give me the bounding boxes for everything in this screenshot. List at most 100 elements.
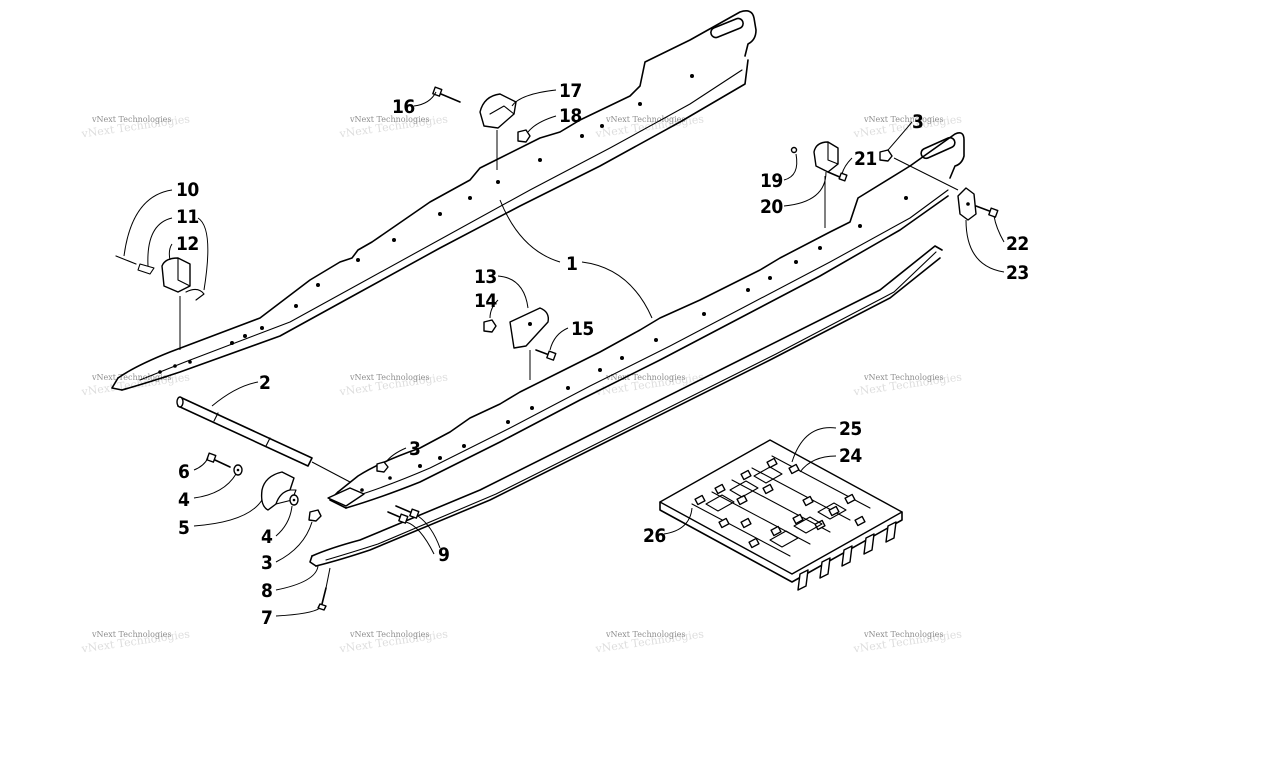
rail-hole: [600, 124, 604, 128]
watermark: vNext Technologies vNext Technologies: [594, 627, 705, 655]
cross-shaft-body: [177, 397, 313, 467]
bolt-15: [535, 349, 557, 361]
leader-lines: [123, 89, 1005, 617]
rail-hole: [230, 341, 234, 345]
screw-7: [317, 587, 327, 611]
rail-hole: [620, 356, 624, 360]
rail-hole: [356, 258, 360, 262]
rail-hole: [462, 444, 466, 448]
callout-9: 9: [438, 544, 449, 566]
track-clip: [766, 457, 778, 469]
track-section: [659, 439, 903, 591]
track-window: [753, 466, 783, 484]
rail-hole: [580, 134, 584, 138]
track-window: [793, 516, 823, 534]
rail-hole: [438, 456, 442, 460]
track-window: [729, 480, 759, 498]
track-lug: [797, 569, 809, 591]
leader-4-lower: [275, 505, 293, 537]
leader-22: [993, 215, 1005, 243]
track-clip: [770, 525, 782, 537]
rail-hole: [690, 74, 694, 78]
callout-4-lower: 4: [261, 526, 273, 548]
callout-26: 26: [643, 525, 666, 547]
watermark-text: vNext Technologies: [91, 373, 171, 382]
track-window: [817, 502, 847, 520]
rail-hole: [173, 364, 177, 368]
watermark-text: vNext Technologies: [605, 630, 685, 639]
leader-3-lower: [275, 521, 313, 563]
track-rod: [691, 503, 791, 557]
bolt-head: [988, 207, 999, 218]
track-clip: [740, 469, 752, 481]
wear-strip-tip: [309, 555, 317, 567]
cross-shaft-end: [176, 396, 184, 408]
callout-7: 7: [261, 607, 272, 629]
rail-hole: [188, 360, 192, 364]
watermark-text: vNext Technologies: [863, 115, 943, 124]
rail-hole: [638, 102, 642, 106]
screw-7-axis: [325, 567, 331, 589]
nut-18: [517, 129, 531, 143]
callout-17: 17: [559, 80, 582, 102]
rail-hole: [818, 246, 822, 250]
nut-3-upper: [376, 461, 389, 473]
track-clip: [718, 517, 730, 529]
callout-25: 25: [839, 418, 862, 440]
track-windows: [705, 466, 847, 548]
bolt-head: [546, 350, 557, 361]
bumper-block-body: [260, 471, 295, 511]
leader-10: [123, 189, 173, 257]
watermark-text: vNext Technologies: [349, 373, 429, 382]
watermark: vNext Technologies vNext Technologies: [338, 627, 449, 655]
center-bracket: [483, 307, 557, 380]
nut-14: [483, 319, 497, 333]
bolt-22: [975, 205, 999, 218]
callout-15: 15: [571, 318, 594, 340]
leader-16: [413, 91, 437, 107]
bolt-shank: [395, 505, 411, 513]
right-rail-flange: [355, 189, 949, 497]
cross-shaft-axis: [311, 461, 351, 483]
leader-5: [193, 499, 263, 527]
bolt-21: [827, 171, 848, 182]
bolt-head: [409, 508, 420, 519]
rail-front-bracket: [327, 487, 365, 507]
callout-13: 13: [474, 266, 497, 288]
bolt-head: [398, 513, 409, 524]
bumper-mount-block: [161, 257, 191, 293]
callout-labels: 1 2 3 3 3 4 4 5 6 7 8 9 10 11 12 13 14 1…: [176, 80, 1029, 629]
watermark: vNext Technologies vNext Technologies: [852, 370, 963, 398]
track-window: [769, 530, 799, 548]
callout-12: 12: [176, 233, 199, 255]
leader-24: [799, 455, 837, 473]
wear-strip-bottom: [315, 257, 941, 567]
callout-10: 10: [176, 179, 199, 201]
rail-hole: [243, 334, 247, 338]
top-bumper-face: [489, 105, 515, 115]
wear-strip-mid: [325, 251, 937, 561]
leader-3-right: [887, 121, 913, 151]
bolt-shank: [975, 205, 993, 213]
track-clip: [844, 493, 856, 505]
track-clip: [714, 483, 726, 495]
leader-11: [147, 217, 173, 267]
rail-hole: [566, 386, 570, 390]
callout-21: 21: [854, 148, 877, 170]
leader-17: [511, 89, 557, 107]
bolt-16: [432, 86, 461, 103]
callout-19: 19: [760, 170, 783, 192]
top-bumper: [432, 86, 531, 170]
watermark-text: vNext Technologies: [605, 373, 685, 382]
callout-11: 11: [176, 206, 199, 228]
callout-18: 18: [559, 105, 582, 127]
bracket-hole: [528, 322, 532, 326]
watermark-text: vNext Technologies: [91, 115, 171, 124]
watermark: vNext Technologies vNext Technologies: [852, 627, 963, 655]
leader-7: [275, 607, 321, 617]
right-rail-bottom-edge: [345, 195, 949, 509]
callout-20: 20: [760, 196, 783, 218]
left-rail-holes: [158, 74, 694, 374]
rail-hole: [794, 260, 798, 264]
track-clip: [748, 537, 760, 549]
